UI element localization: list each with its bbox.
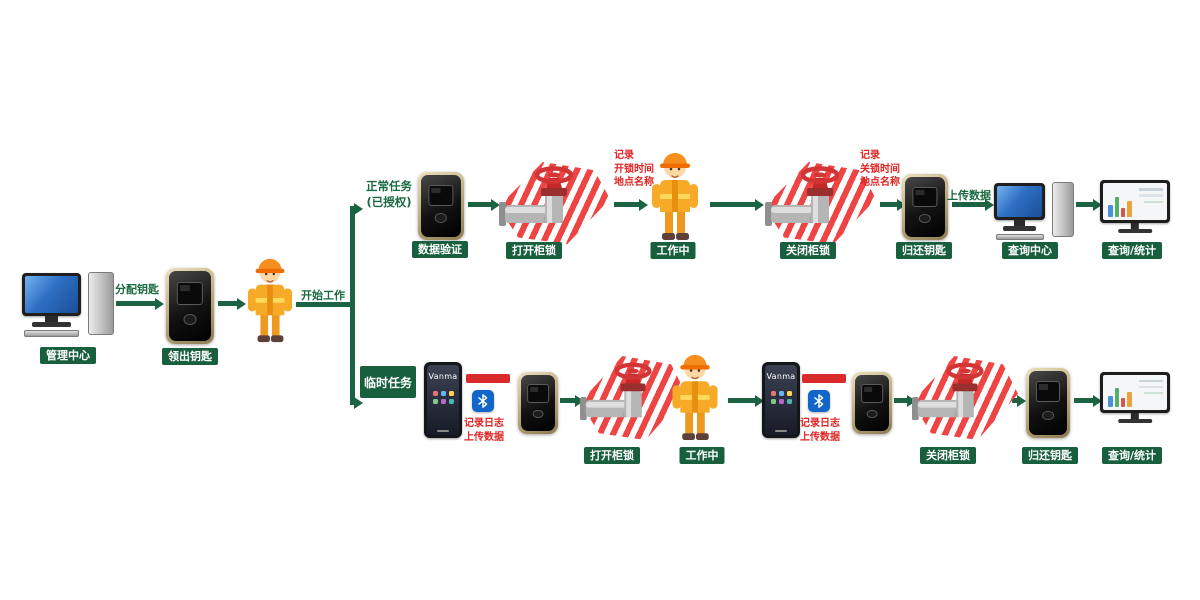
smart-key-icon <box>518 372 558 434</box>
valve-icon <box>912 356 1018 440</box>
flow-arrow <box>728 398 756 403</box>
pc-tower <box>1051 182 1074 238</box>
pc-monitor <box>22 273 81 316</box>
pc-monitor <box>994 183 1046 221</box>
label-working: 工作中 <box>650 242 696 260</box>
dashboard-monitor-icon <box>1100 372 1170 426</box>
flow-arrow <box>468 202 492 207</box>
note-line: 上传数据 <box>464 431 504 443</box>
label-close-lock: 关闭柜锁 <box>780 242 836 260</box>
valve-icon <box>764 162 876 244</box>
note-line: 记录 <box>614 150 634 161</box>
pc-keyboard <box>995 233 1044 240</box>
branch-line-vertical <box>350 206 355 405</box>
dashboard-screen <box>1103 375 1167 411</box>
label-query-stats: 查询/统计 <box>1101 242 1163 260</box>
red-bar <box>466 374 510 383</box>
flow-arrow <box>1074 398 1094 403</box>
label-working: 工作中 <box>679 447 725 465</box>
note-line: 记录 <box>860 150 880 161</box>
bluetooth-icon <box>472 390 494 412</box>
flow-arrow <box>1076 202 1094 207</box>
label-close-lock: 关闭柜锁 <box>920 447 976 465</box>
label-take-key: 领出钥匙 <box>162 348 218 366</box>
valve-icon <box>498 162 610 244</box>
label-open-lock: 打开柜锁 <box>584 447 640 465</box>
flow-arrow <box>218 301 238 306</box>
phone-brand-text: Vanma <box>428 372 458 381</box>
note-line: 地点名称 <box>614 177 654 188</box>
flow-arrow <box>894 398 908 403</box>
query-center-computer-icon <box>994 182 1074 242</box>
phone-app-grid <box>769 391 793 404</box>
label-query-stats: 查询/统计 <box>1101 447 1163 465</box>
note-line: 开锁时间 <box>614 163 654 175</box>
bluetooth-icon <box>808 390 830 412</box>
label-management-center: 管理中心 <box>40 347 96 365</box>
dashboard-monitor-icon <box>1100 180 1170 236</box>
pc-tower <box>88 272 114 335</box>
note-log-upload: 记录日志 上传数据 <box>464 417 504 444</box>
label-return-key: 归还钥匙 <box>896 242 952 260</box>
worker-icon <box>666 348 724 442</box>
label-data-verify: 数据验证 <box>412 241 468 259</box>
label-return-key: 归还钥匙 <box>1022 447 1078 465</box>
phone-app-grid <box>431 391 455 404</box>
label-open-lock: 打开柜锁 <box>506 242 562 260</box>
smart-key-icon <box>166 268 214 344</box>
dashboard-screen <box>1103 183 1167 220</box>
flow-arrow <box>952 202 986 207</box>
note-line: 关锁时间 <box>860 163 900 175</box>
flow-arrow <box>1012 398 1018 403</box>
phone-icon: Vanma <box>762 362 800 438</box>
phone-icon: Vanma <box>424 362 462 438</box>
worker-icon <box>242 252 298 344</box>
flow-arrow <box>351 400 355 405</box>
note-line: 上传数据 <box>800 431 840 443</box>
worker-icon <box>646 146 704 242</box>
note-line: 记录日志 <box>464 418 504 429</box>
label-normal-task: 正常任务 (已授权) <box>366 179 412 210</box>
label-start-work: 开始工作 <box>301 289 345 302</box>
flow-arrow <box>880 202 898 207</box>
management-computer-icon <box>22 272 114 340</box>
flow-arrow <box>710 202 756 207</box>
label-assign-key: 分配钥匙 <box>115 283 159 296</box>
label-normal-task-line1: 正常任务 <box>366 179 412 193</box>
label-temporary-task: 临时任务 <box>360 366 416 398</box>
red-bar <box>802 374 846 383</box>
note-line: 地点名称 <box>860 177 900 188</box>
smart-key-icon <box>902 174 948 240</box>
flow-arrow <box>116 301 156 306</box>
note-open-record: 记录 开锁时间 地点名称 <box>614 149 654 190</box>
smart-key-icon <box>1026 368 1070 438</box>
label-query-center: 查询中心 <box>1002 242 1058 260</box>
label-normal-task-line2: (已授权) <box>366 194 412 209</box>
flow-arrow <box>614 202 640 207</box>
phone-brand-text: Vanma <box>766 372 796 381</box>
note-close-record: 记录 关锁时间 地点名称 <box>860 149 900 190</box>
valve-icon <box>580 356 686 440</box>
pc-keyboard <box>23 330 80 338</box>
branch-line-horizontal <box>296 302 352 307</box>
flow-arrow <box>560 398 576 403</box>
label-upload-data: 上传数据 <box>947 189 991 202</box>
note-log-upload: 记录日志 上传数据 <box>800 417 840 444</box>
smart-key-icon <box>418 172 464 240</box>
pc-screen <box>997 186 1043 218</box>
note-line: 记录日志 <box>800 418 840 429</box>
flow-arrow <box>351 206 355 211</box>
smart-key-icon <box>852 372 892 434</box>
pc-screen <box>25 276 78 313</box>
